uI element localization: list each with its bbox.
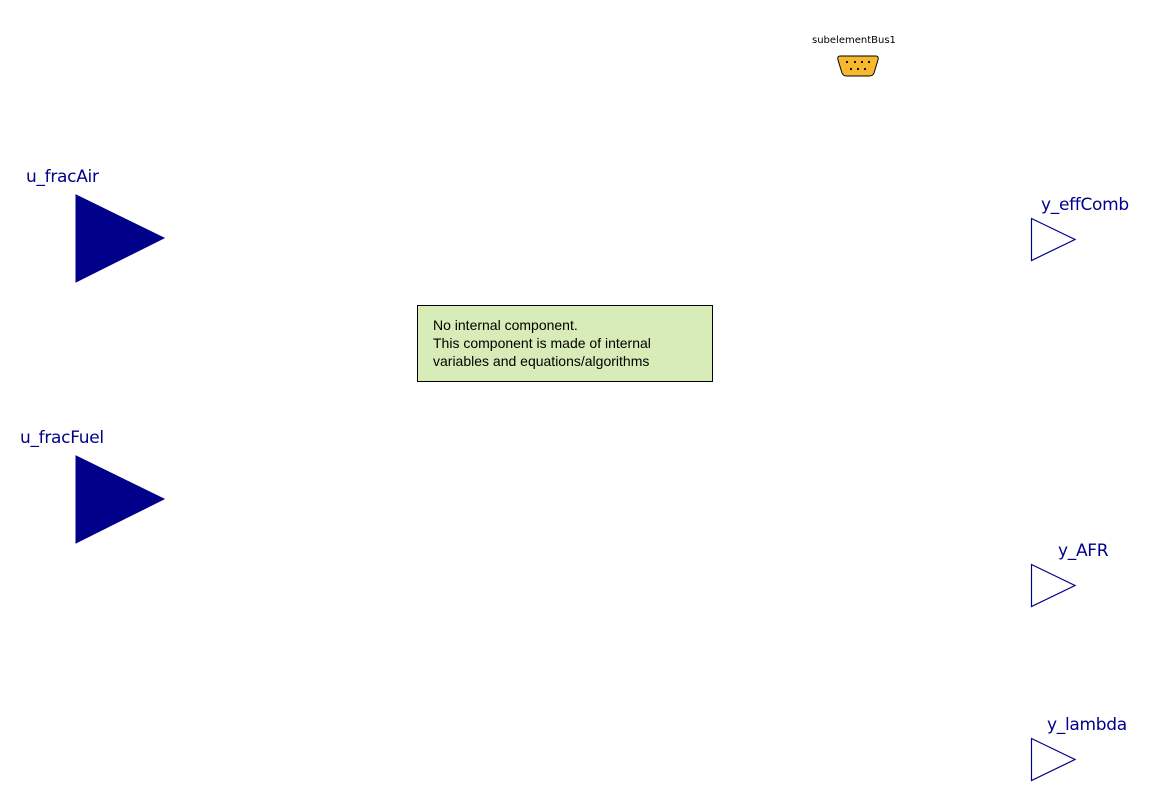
- input-port-u-fracair-icon[interactable]: [75, 194, 167, 284]
- output-port-y-effcomb-icon[interactable]: [1030, 217, 1078, 263]
- input-port-u-fracfuel-icon[interactable]: [75, 455, 167, 545]
- note-line-1: No internal component.: [433, 317, 578, 333]
- note-line-3: variables and equations/algorithms: [433, 353, 650, 369]
- note-line-2: This component is made of internal: [433, 335, 651, 351]
- bus-label: subelementBus1: [812, 35, 896, 46]
- output-port-y-afr-icon[interactable]: [1030, 563, 1078, 609]
- bus-connector-icon[interactable]: [836, 54, 880, 78]
- output-label-y-afr: y_AFR: [1058, 541, 1109, 561]
- input-label-u-fracfuel: u_fracFuel: [20, 428, 104, 448]
- note-box: No internal component. This component is…: [417, 305, 713, 382]
- output-label-y-lambda: y_lambda: [1047, 715, 1127, 735]
- output-label-y-effcomb: y_effComb: [1041, 195, 1129, 215]
- output-port-y-lambda-icon[interactable]: [1030, 737, 1078, 783]
- input-label-u-fracair: u_fracAir: [26, 167, 99, 187]
